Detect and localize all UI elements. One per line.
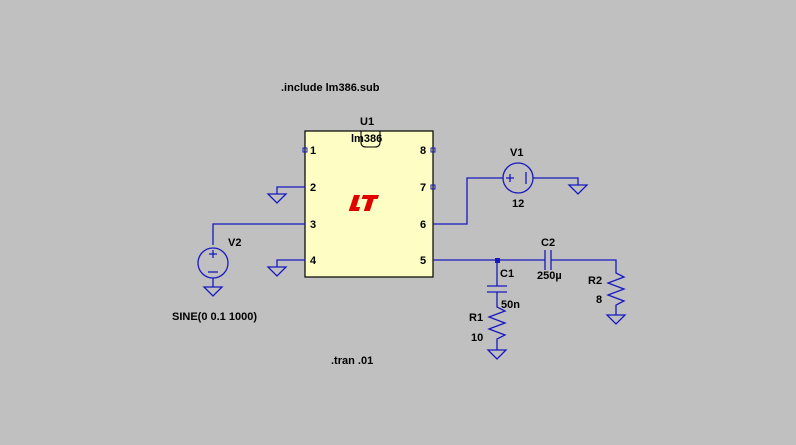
pin6-label: 6 <box>420 219 426 231</box>
ground-icon-r1[interactable] <box>486 349 508 360</box>
v1-source[interactable] <box>499 162 537 194</box>
c2-value[interactable]: 250µ <box>537 270 562 282</box>
c2-capacitor[interactable] <box>544 250 552 270</box>
pin3-label: 3 <box>310 219 316 231</box>
v1-value[interactable]: 12 <box>512 198 524 210</box>
pin5-label: 5 <box>420 255 426 267</box>
wire-pin4-gnd[interactable] <box>276 259 305 267</box>
ground-icon-pin4[interactable] <box>266 266 288 277</box>
r2-value[interactable]: 8 <box>596 294 602 306</box>
v1-ref[interactable]: V1 <box>510 147 523 159</box>
r1-resistor[interactable] <box>487 303 507 350</box>
c2-ref[interactable]: C2 <box>541 237 555 249</box>
tran-directive[interactable]: .tran .01 <box>331 355 373 367</box>
ground-icon-v1[interactable] <box>567 184 589 195</box>
ground-icon-v2[interactable] <box>202 286 224 297</box>
pin1-terminal[interactable] <box>302 147 308 153</box>
u1-lm386[interactable]: 1 2 3 4 5 6 7 8 <box>302 130 436 278</box>
ground-icon-pin2[interactable] <box>266 193 288 204</box>
r1-value[interactable]: 10 <box>471 332 483 344</box>
c1-value[interactable]: 50n <box>501 299 520 311</box>
include-directive[interactable]: .include lm386.sub <box>281 82 380 94</box>
wire-pin2-gnd[interactable] <box>276 186 305 194</box>
pin8-terminal[interactable] <box>430 147 436 153</box>
v2-source[interactable] <box>197 247 229 287</box>
u1-part[interactable]: lm386 <box>351 133 382 145</box>
ic-notch <box>360 131 381 148</box>
pin7-label: 7 <box>420 182 426 194</box>
r1-ref[interactable]: R1 <box>469 312 483 324</box>
v2-value[interactable]: SINE(0 0.1 1000) <box>172 311 257 323</box>
v2-ref[interactable]: V2 <box>228 237 241 249</box>
pin4-label: 4 <box>310 255 317 267</box>
c1-capacitor[interactable] <box>487 285 507 293</box>
u1-ref[interactable]: U1 <box>360 116 374 128</box>
wire-pin3-v2[interactable] <box>212 223 305 245</box>
pin1-label: 1 <box>310 145 316 157</box>
ground-icon-r2[interactable] <box>605 314 627 325</box>
r2-resistor[interactable] <box>606 269 626 315</box>
r2-ref[interactable]: R2 <box>588 275 602 287</box>
wire-pin6-v1[interactable] <box>433 177 499 225</box>
wire-c2-r2[interactable] <box>551 259 617 269</box>
pin8-label: 8 <box>420 145 426 157</box>
pin2-label: 2 <box>310 182 316 194</box>
wire-v1-gnd[interactable] <box>537 177 579 185</box>
lt-logo-icon <box>348 195 379 211</box>
pin7-terminal[interactable] <box>430 184 436 190</box>
c1-ref[interactable]: C1 <box>500 268 514 280</box>
